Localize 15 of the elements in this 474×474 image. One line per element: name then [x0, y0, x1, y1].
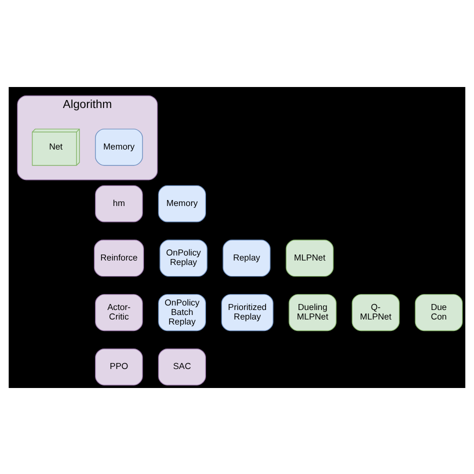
node-box: Actor-Critic: [95, 294, 143, 331]
node-box: Dueling MLPNet: [288, 294, 337, 331]
node-box: SAC: [158, 348, 206, 385]
node-box: hm: [95, 184, 143, 222]
node-box: Memory: [95, 128, 143, 166]
node-box: OnPolicy Replay: [160, 239, 208, 276]
node-box: MLPNet: [286, 239, 334, 276]
node-box: Reinforce: [94, 239, 144, 276]
node-box: Due Con: [414, 294, 463, 331]
node-box: Memory: [158, 184, 206, 222]
node-box: OnPolicy Batch Replay: [158, 294, 206, 331]
node-box: Prioritized Replay: [221, 294, 274, 331]
node-box: Replay: [222, 239, 271, 276]
node-box: Q-MLPNet: [352, 294, 400, 331]
node-box: PPO: [95, 348, 143, 385]
